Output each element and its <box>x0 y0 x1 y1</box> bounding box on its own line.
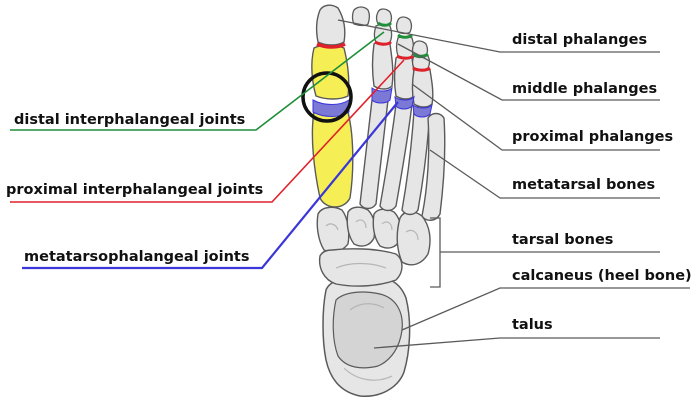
tarsal-bracket <box>430 217 441 288</box>
leader-middle-phalanges <box>397 43 660 101</box>
leader-calcaneus <box>401 287 690 331</box>
big-toe-joint-circle <box>301 71 353 123</box>
pip-joint-2 <box>374 40 393 46</box>
proximal-phalanx-3 <box>393 54 416 100</box>
tarsal-bones <box>316 206 431 287</box>
metatarsal-5 <box>421 112 446 221</box>
leader-proximal-phalanges <box>411 83 660 151</box>
distal-phalanx-4 <box>395 16 413 35</box>
distal-phalanx-1 <box>315 4 346 46</box>
ip-joint-1 <box>316 42 346 49</box>
label-calcaneus: calcaneus (heel bone) <box>512 268 692 284</box>
tarsal-cuneiform-1 <box>316 206 350 253</box>
label-proximal-interphalangeal-joints: proximal interphalangeal joints <box>6 182 264 198</box>
mtp-joint-3 <box>394 95 415 110</box>
label-metatarsal-bones: metatarsal bones <box>512 177 656 193</box>
mtp-joint-4 <box>412 103 433 118</box>
leader-metatarsophalangeal <box>22 101 399 270</box>
leader-metatarsal-bones <box>429 149 660 199</box>
right-leader-lines <box>337 19 690 349</box>
leader-proximal-interphalangeal <box>10 59 405 203</box>
label-middle-phalanges: middle phalanges <box>512 81 658 97</box>
label-distal-phalanges: distal phalanges <box>512 32 648 48</box>
leader-distal-interphalangeal <box>10 31 385 131</box>
pip-joint-3 <box>396 54 415 60</box>
heel-bones <box>322 275 411 397</box>
middle-phalanx-3 <box>395 35 415 59</box>
distal-phalanx-2 <box>351 6 371 27</box>
label-distal-interphalangeal-joints: distal interphalangeal joints <box>14 112 246 128</box>
proximal-interphalangeal-joint-marks <box>316 40 431 72</box>
tarsal-navicular <box>318 248 403 287</box>
label-talus: talus <box>512 317 553 333</box>
mtp-joint-1 <box>312 99 350 117</box>
tarsal-cuneiform-2 <box>346 206 376 247</box>
dip-joint-3 <box>397 33 413 39</box>
leader-talus <box>373 337 660 349</box>
label-tarsal-bones: tarsal bones <box>512 232 614 248</box>
label-metatarsophalangeal-joints: metatarsophalangeal joints <box>24 249 250 265</box>
label-proximal-phalanges: proximal phalanges <box>512 129 674 145</box>
pip-joint-4 <box>412 66 431 72</box>
talus-bone <box>332 291 403 369</box>
calcaneus-shading <box>343 303 393 381</box>
dip-joint-2 <box>377 21 393 27</box>
distal-phalanges <box>315 4 429 59</box>
tarsal-shading <box>325 219 419 269</box>
leader-distal-phalanges <box>337 19 660 53</box>
metatarsophalangeal-joint-marks <box>312 86 433 118</box>
mtp-joint-2 <box>371 86 393 104</box>
